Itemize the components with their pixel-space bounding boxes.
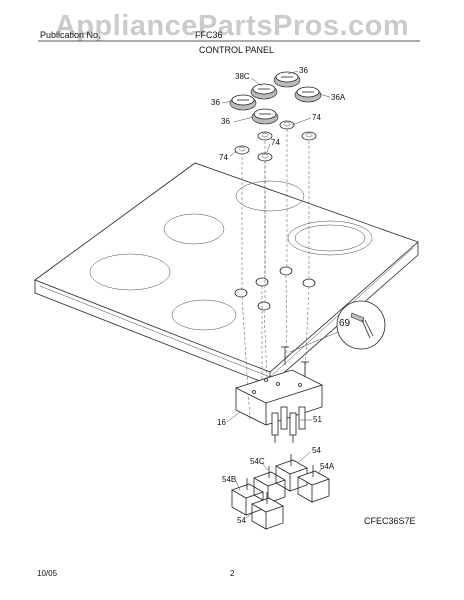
callout-54-right: 54 (312, 446, 321, 455)
callout-74-mid: 74 (271, 138, 280, 147)
model-label: FFC36 (195, 30, 223, 40)
leader-lines (221, 70, 331, 519)
callout-36-top: 36 (299, 66, 308, 75)
burner-switch (231, 478, 264, 516)
burner-element-left-rear (163, 213, 225, 245)
callout-54c: 54C (250, 457, 265, 466)
knob-bezel (301, 131, 317, 141)
diagram-code: CFEC36S7E (364, 516, 416, 526)
callout-36-mid: 36 (221, 117, 230, 126)
callout-54b: 54B (222, 475, 237, 484)
control-bracket (234, 369, 324, 426)
burner-switch (297, 465, 330, 503)
callout-16: 16 (217, 418, 226, 427)
callout-38c: 38C (235, 72, 250, 81)
burner-element-right-inner (294, 224, 366, 252)
burner-element-rear (235, 180, 305, 212)
publication-label: Publication No. (40, 30, 101, 40)
burner-switch (275, 454, 308, 492)
section-title: CONTROL PANEL (199, 45, 275, 55)
watermark-text: AppliancePartsPros.com (54, 10, 410, 42)
knob-hole (234, 288, 248, 298)
callout-69: 69 (339, 318, 351, 329)
control-knob (229, 94, 257, 111)
callout-51: 51 (313, 415, 322, 424)
callout-54-bottom: 54 (237, 516, 246, 525)
knob-bezel (257, 152, 273, 162)
burner-switch (251, 492, 284, 530)
burner-element-left-front (89, 253, 171, 291)
callout-36a: 36A (331, 93, 346, 102)
knob-bezel (279, 120, 295, 130)
mounting-screw (281, 346, 309, 378)
burner-switch (253, 466, 286, 504)
knob-bezel (257, 131, 273, 141)
knob-bezel (234, 145, 250, 155)
callout-54a: 54A (320, 462, 335, 471)
burner-element-right (287, 220, 373, 256)
burner-element-front (171, 299, 237, 331)
alignment-lines (241, 124, 310, 421)
footer-page-number: 2 (230, 569, 235, 578)
control-knob (294, 86, 322, 103)
control-knob (273, 71, 301, 88)
callout-74-left: 74 (219, 153, 228, 162)
callout-74-right: 74 (312, 113, 321, 122)
infinite-switch-cluster (271, 406, 306, 443)
cooktop-panel (34, 162, 419, 386)
footer-date: 10/05 (37, 569, 58, 578)
callout-36-left: 36 (211, 98, 220, 107)
control-knob (250, 83, 278, 100)
control-knob (251, 108, 279, 125)
screw-detail-circle (289, 300, 386, 353)
